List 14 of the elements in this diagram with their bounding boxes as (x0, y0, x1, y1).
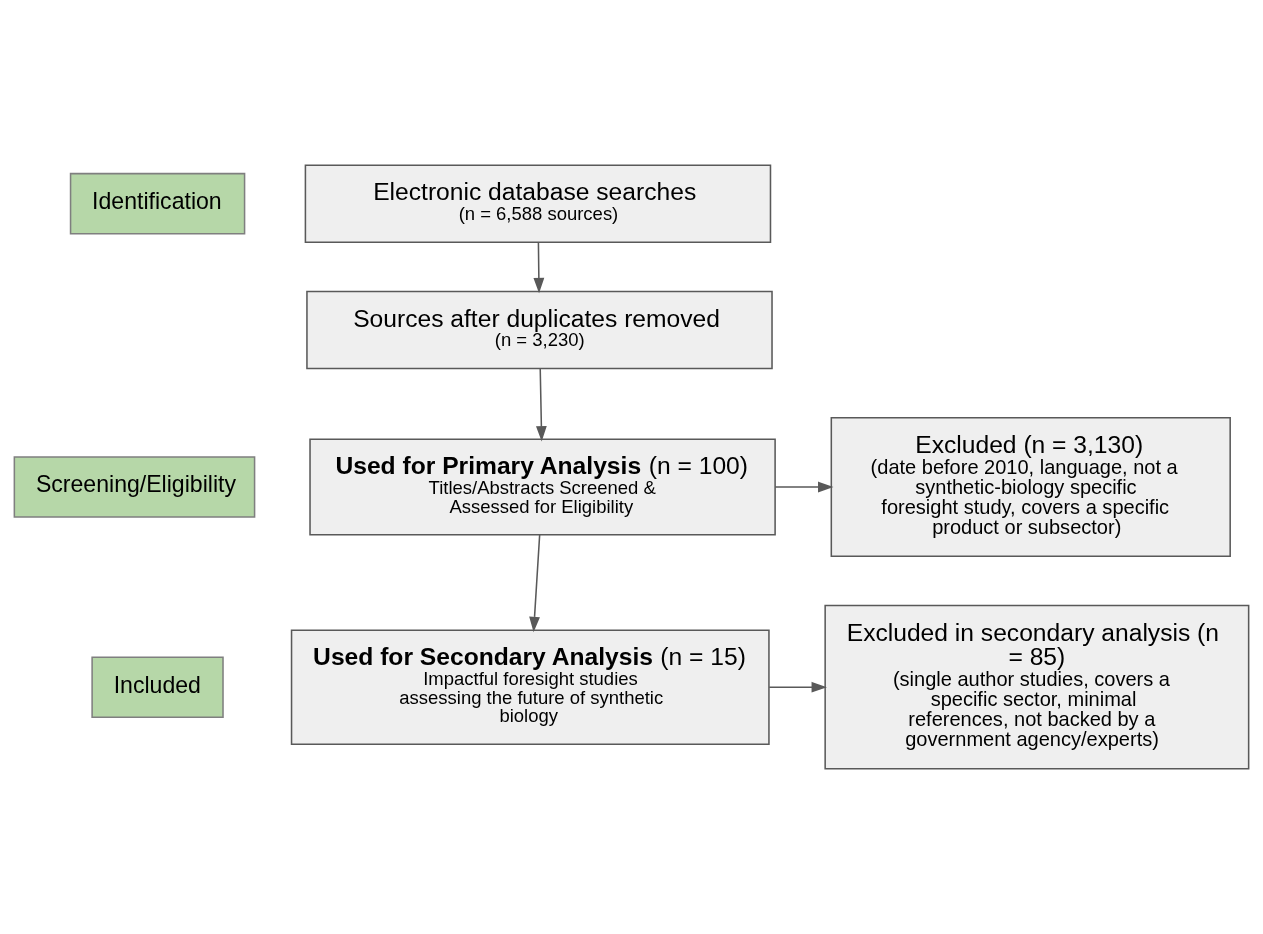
node-box: Excluded (n = 3,130) (date before 2010, language, not a synthetic-biology specific foresight study, covers a specific product or subsector) (830, 416, 1231, 558)
arrow (533, 241, 545, 294)
node-box: Identification (69, 172, 246, 235)
node-box: Electronic database searches (n = 6,588 sources) (304, 164, 772, 243)
node-box: Sources after duplicates removed (n = 3,230) (306, 290, 773, 370)
arrow (774, 481, 834, 493)
node-box: Used for Secondary Analysis (n = 15) Impactful foresight studies assessing the future of synthetic biology (290, 629, 770, 745)
node-box: Included (91, 656, 224, 718)
node-box: Used for Primary Analysis (n = 100) Titles/Abstracts Screened & Assessed for Eligibility (309, 438, 776, 536)
node-box: Screening/Eligibility (13, 456, 256, 518)
arrow (529, 534, 541, 633)
arrow (535, 368, 547, 442)
node-box: Excluded in secondary analysis (n = 85) (single author studies, covers a specific sector, minimal references, not backed by a government agency/experts) (824, 604, 1250, 770)
arrow (768, 681, 827, 693)
